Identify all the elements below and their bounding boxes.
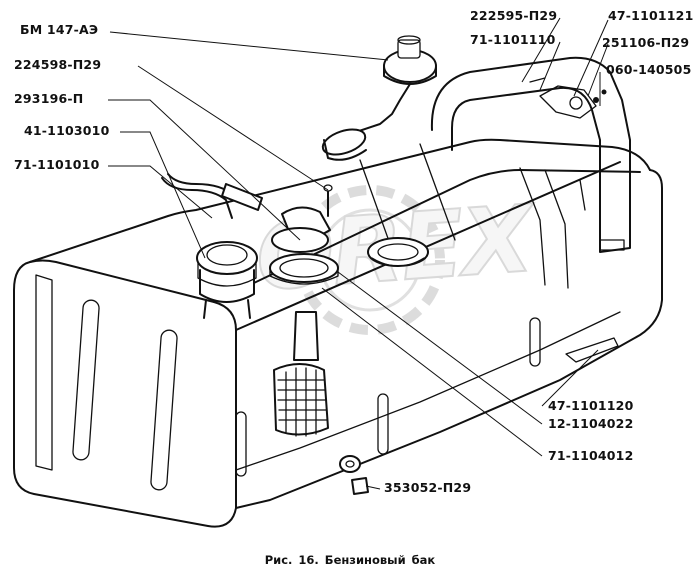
label-71-1101010: 71-1101010 xyxy=(14,157,100,172)
figure-caption: Рис. 16. Бензиновый бак xyxy=(264,553,436,567)
drain-plug xyxy=(339,337,619,495)
label-12-1104022: 12-1104022 xyxy=(548,416,634,431)
label-71-1101110: 71-1101110 xyxy=(470,32,556,47)
label-293196-p: 293196-П xyxy=(14,91,84,106)
filler-neck xyxy=(161,173,263,319)
tank-strap xyxy=(430,56,631,253)
leader-lines xyxy=(108,17,609,490)
label-224598-p29: 224598-П29 xyxy=(14,57,102,72)
label-47-1101120: 47-1101120 xyxy=(548,398,634,413)
label-060-140505: 060-140505 xyxy=(606,62,692,77)
label-251106-p29: 251106-П29 xyxy=(602,35,690,50)
label-bm147-ae: БМ 147-АЭ xyxy=(20,22,99,37)
gauge-opening xyxy=(367,237,429,267)
label-47-1101121: 47-1101121 xyxy=(608,8,694,23)
label-353052-p29: 353052-П29 xyxy=(384,480,472,495)
fuel-gauge-sender xyxy=(321,35,437,161)
label-71-1104012: 71-1104012 xyxy=(548,448,634,463)
label-222595-p29: 222595-П29 xyxy=(470,8,558,23)
tank-body xyxy=(13,138,663,528)
label-41-1103010: 41-1103010 xyxy=(24,123,110,138)
